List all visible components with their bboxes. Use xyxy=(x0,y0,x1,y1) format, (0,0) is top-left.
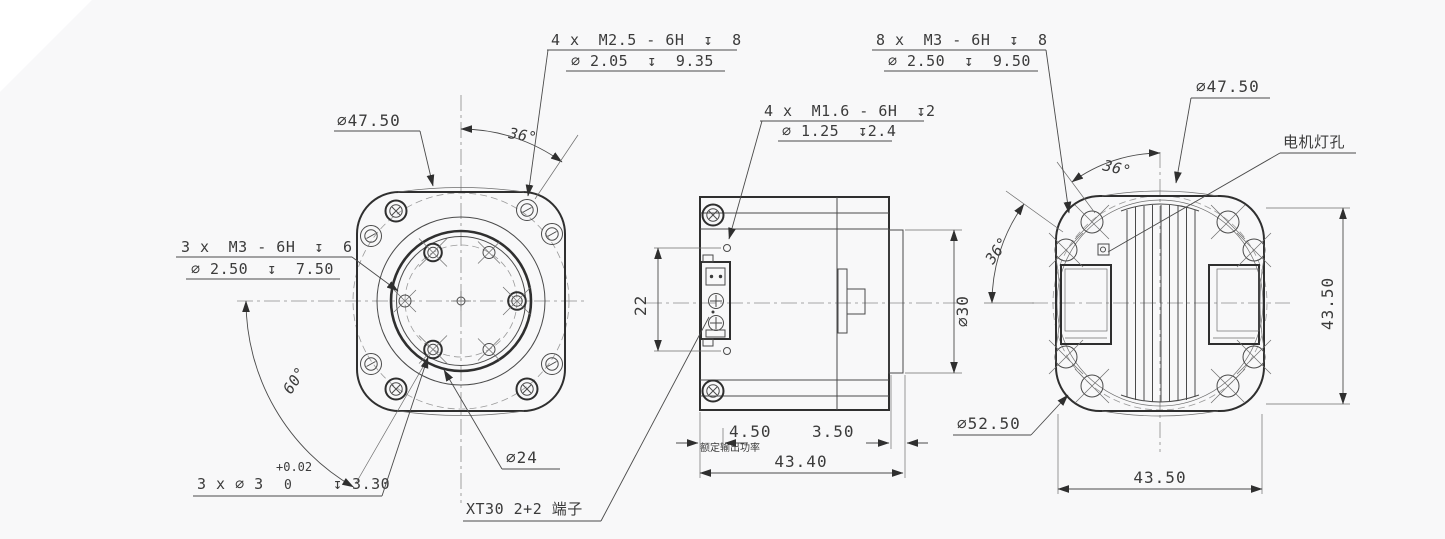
dim-22-label: 22 xyxy=(631,295,650,316)
dim-4340: 43.40 xyxy=(699,452,904,477)
front-angle-36-label: 36° xyxy=(506,124,538,147)
back-flange-outline xyxy=(1055,195,1265,412)
back-screw-hole xyxy=(1210,368,1246,404)
note-xt30-label: XT30 2+2 端子 xyxy=(466,500,583,518)
back-36deg-left-arc xyxy=(988,203,1025,304)
front-hole-3mm xyxy=(477,241,501,264)
front-face-circle xyxy=(376,216,546,386)
note-m3x8: 8 x M3 - 6H ↧ 8 ⌀ 2.50 ↧ 9.50 xyxy=(872,31,1072,214)
note-dowel-suffix: ↧ 3.30 xyxy=(333,475,390,493)
note-d24: ⌀24 xyxy=(443,369,560,470)
note-m3x3-line2: ⌀ 2.50 ↧ 7.50 xyxy=(191,260,334,278)
front-view: 36° 60° xyxy=(237,95,588,503)
note-motor-light: 电机灯孔 xyxy=(1107,133,1356,253)
front-hole-3mm xyxy=(477,338,501,361)
back-angle-36-left-label: 36° xyxy=(981,234,1013,269)
note-m25-line2: ⌀ 2.05 ↧ 9.35 xyxy=(571,52,714,70)
dim-350: 3.50 xyxy=(812,375,928,478)
front-screw xyxy=(541,353,563,375)
side-m16-hole-bottom xyxy=(723,347,731,355)
back-screw-hole xyxy=(1048,232,1084,268)
front-36deg-arc xyxy=(460,125,563,163)
note-m3x3: 3 x M3 - 6H ↧ 6 ⌀ 2.50 ↧ 7.50 xyxy=(176,238,399,292)
front-60deg-arc xyxy=(242,300,354,488)
note-d47-back-label: ⌀47.50 xyxy=(1196,77,1260,96)
dim-350-label: 3.50 xyxy=(812,422,855,441)
note-d52-label: ⌀52.50 xyxy=(957,414,1021,433)
note-d47-back: ⌀47.50 xyxy=(1174,77,1270,184)
back-right-pocket xyxy=(1208,264,1260,345)
rated-power-label: 额定输出功率 xyxy=(700,441,760,454)
note-motor-light-label: 电机灯孔 xyxy=(1283,133,1345,151)
xt30-connector xyxy=(700,254,731,347)
note-m3x8-line1: 8 x M3 - 6H ↧ 8 xyxy=(876,31,1048,49)
dim-450-label: 4.50 xyxy=(729,422,772,441)
note-d52: ⌀52.50 xyxy=(953,394,1069,436)
front-screw xyxy=(360,225,382,247)
note-dowel-prefix: 3 x ⌀ 3 xyxy=(197,475,264,493)
note-d47-front-label: ⌀47.50 xyxy=(337,111,401,130)
front-screw xyxy=(515,377,539,401)
side-m16-hole-top xyxy=(723,244,731,252)
note-dowel-tol-upper: +0.02 xyxy=(276,460,312,474)
dim-450: 4.50 xyxy=(676,412,772,478)
dimensions: 22 ⌀30 4.50 3.50 43.40 xyxy=(631,207,1350,494)
back-screw-hole xyxy=(1210,204,1246,240)
front-screw xyxy=(384,199,408,223)
dim-30: ⌀30 xyxy=(905,229,972,374)
note-m16-line1: 4 x M1.6 - 6H ↧2 xyxy=(764,102,936,120)
note-m16: 4 x M1.6 - 6H ↧2 ⌀ 1.25 ↧2.4 xyxy=(728,102,936,240)
back-angle-36-top-label: 36° xyxy=(1100,156,1133,180)
dim-22: 22 xyxy=(631,247,721,352)
note-dowel-tol-lower: 0 xyxy=(284,478,292,493)
note-dowel-holes: 3 x ⌀ 3 +0.02 0 ↧ 3.30 xyxy=(193,356,429,497)
annotations: 4 x M2.5 - 6H ↧ 8 ⌀ 2.05 ↧ 9.35 8 x M3 -… xyxy=(176,31,1356,522)
front-thick-circle xyxy=(389,229,533,373)
side-shaft-plate xyxy=(837,268,848,334)
back-36deg-top-arc xyxy=(1071,149,1161,183)
dim-30-label: ⌀30 xyxy=(953,295,972,327)
note-m25-line1: 4 x M2.5 - 6H ↧ 8 xyxy=(551,31,742,49)
back-view: 36° 36° xyxy=(981,149,1290,452)
back-screw-hole xyxy=(1236,232,1272,268)
back-screw-hole xyxy=(1074,204,1110,240)
side-view xyxy=(646,196,962,411)
note-d47-front: ⌀47.50 xyxy=(334,111,435,187)
front-screw xyxy=(516,199,538,221)
dim-4350-bottom-label: 43.50 xyxy=(1133,468,1186,487)
side-screw xyxy=(701,203,725,227)
back-left-pocket xyxy=(1060,243,1112,345)
dim-4350-bottom: 43.50 xyxy=(1057,414,1263,494)
note-d24-label: ⌀24 xyxy=(506,448,538,467)
note-m3x3-line1: 3 x M3 - 6H ↧ 6 xyxy=(181,238,353,256)
front-flange-outline xyxy=(356,191,566,412)
front-screw xyxy=(541,223,563,245)
side-shaft xyxy=(846,288,866,315)
front-angle-60-label: 60° xyxy=(279,363,310,397)
dim-4350-right-label: 43.50 xyxy=(1318,277,1337,330)
front-screw xyxy=(360,353,382,375)
note-m25: 4 x M2.5 - 6H ↧ 8 ⌀ 2.05 ↧ 9.35 xyxy=(525,31,742,197)
motor-light-hole xyxy=(1100,246,1106,253)
note-xt30: XT30 2+2 端子 xyxy=(463,316,710,522)
side-screw xyxy=(701,379,725,403)
front-hole-m3 xyxy=(418,334,448,365)
dim-4350-right: 43.50 xyxy=(1266,207,1350,405)
dim-4340-label: 43.40 xyxy=(774,452,827,471)
note-m16-line2: ⌀ 1.25 ↧2.4 xyxy=(782,122,896,140)
front-screw xyxy=(384,377,408,401)
note-m3x8-line2: ⌀ 2.50 ↧ 9.50 xyxy=(888,52,1031,70)
back-screw-hole xyxy=(1074,368,1110,404)
front-hole-m3 xyxy=(502,286,532,316)
side-pilot-boss xyxy=(888,229,904,374)
